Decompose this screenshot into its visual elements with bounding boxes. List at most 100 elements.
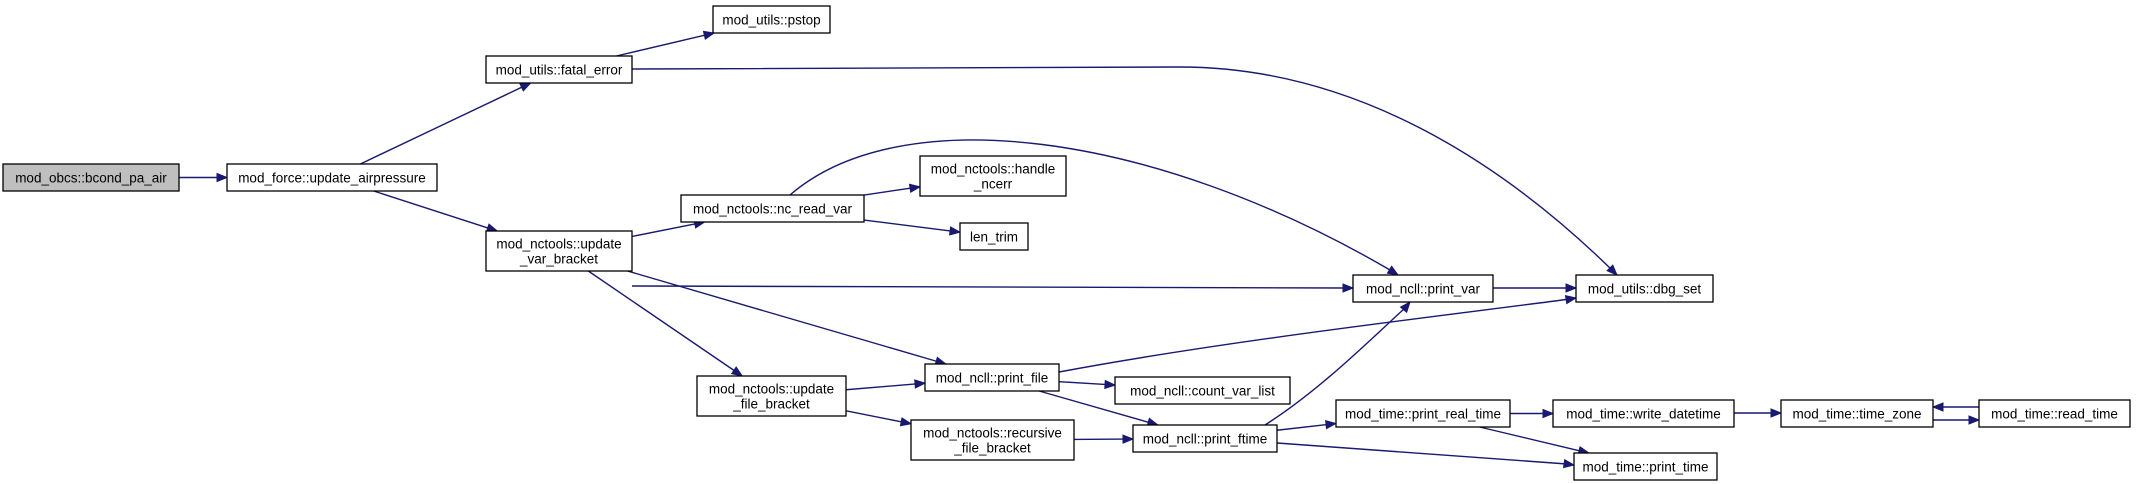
- node-label: mod_ncll::print_var: [1366, 282, 1481, 297]
- call-edges: [179, 30, 1981, 469]
- edge-update-file-bracket-to-print-file: [845, 379, 927, 391]
- node-label: mod_ncll::print_ftime: [1143, 432, 1268, 447]
- node-fatal-error[interactable]: mod_utils::fatal_error: [485, 55, 633, 84]
- arrow-head: [216, 172, 229, 183]
- edge-line: [616, 34, 707, 57]
- arrow-head: [908, 183, 922, 193]
- node-box: [485, 230, 633, 272]
- edge-line: [789, 139, 1391, 271]
- edge-update-file-bracket-to-recursive-file-bracket: [845, 410, 913, 427]
- arrow-head: [1770, 408, 1783, 418]
- node-label: mod_time::print_real_time: [1345, 407, 1501, 422]
- node-print-var[interactable]: mod_ncll::print_var: [1352, 274, 1494, 303]
- node-label: mod_ncll::print_file: [936, 371, 1049, 386]
- node-label: mod_time::read_time: [1991, 407, 2118, 422]
- node-box: [1780, 399, 1934, 428]
- arrow-head: [702, 30, 716, 41]
- node-label: mod_time::write_datetime: [1566, 407, 1721, 422]
- node-label: _file_bracket: [732, 397, 810, 412]
- edge-line: [1058, 380, 1108, 386]
- arrow-head: [899, 417, 913, 427]
- arrow-head: [1968, 415, 1981, 425]
- edge-line: [1038, 390, 1151, 424]
- node-label: _file_bracket: [953, 441, 1031, 456]
- node-box: [1132, 424, 1278, 453]
- edge-update-var-bracket-to-print-var: [631, 283, 1355, 293]
- arrow-head: [1399, 300, 1411, 314]
- edge-nc-read-var-to-print-var: [789, 139, 1400, 276]
- node-dbg-set[interactable]: mod_utils::dbg_set: [1575, 274, 1714, 303]
- edge-line: [1276, 442, 1568, 465]
- edge-line: [1479, 426, 1582, 452]
- node-label: _var_bracket: [519, 252, 598, 267]
- edge-line: [1276, 423, 1329, 431]
- call-nodes: mod_obcs::bcond_pa_air mod_force::update_…: [2, 5, 2131, 481]
- node-write-datetime[interactable]: mod_time::write_datetime: [1552, 399, 1735, 428]
- edge-line: [587, 270, 736, 373]
- node-pstop[interactable]: mod_utils::pstop: [712, 5, 831, 34]
- arrow-head: [1104, 379, 1117, 390]
- node-update-var-bracket[interactable]: mod_nctools::update_var_bracket: [485, 230, 633, 272]
- edge-print-var-to-dbg-set: [1493, 283, 1578, 293]
- edge-nc-read-var-to-len-trim: [863, 219, 962, 236]
- node-box: [924, 363, 1060, 392]
- node-update-file-bracket[interactable]: mod_nctools::update_file_bracket: [696, 375, 847, 417]
- node-print-ftime[interactable]: mod_ncll::print_ftime: [1132, 424, 1278, 453]
- node-box: [1575, 274, 1714, 303]
- node-recursive-file-bracket[interactable]: mod_nctools::recursive_file_bracket: [910, 419, 1075, 461]
- edge-time-zone-to-read-time: [1933, 415, 1981, 425]
- node-print-file[interactable]: mod_ncll::print_file: [924, 363, 1060, 392]
- arrow-head: [1931, 402, 1944, 412]
- arrow-head: [1606, 264, 1618, 276]
- node-len-trim[interactable]: len_trim: [959, 222, 1029, 251]
- edge-line: [845, 410, 904, 423]
- edge-print-real-time-to-write-datetime: [1510, 408, 1555, 419]
- node-label: mod_time::time_zone: [1792, 407, 1921, 422]
- node-time-zone[interactable]: mod_time::time_zone: [1780, 399, 1934, 428]
- edge-line: [845, 383, 918, 391]
- edge-update-var-bracket-to-update-file-bracket: [587, 270, 744, 377]
- edge-print-real-time-to-print-time: [1479, 426, 1591, 456]
- arrow-head: [914, 379, 927, 389]
- arrow-head: [1386, 265, 1400, 276]
- node-update-airpressure[interactable]: mod_force::update_airpressure: [226, 163, 438, 192]
- edge-line: [360, 85, 524, 165]
- node-box: [1352, 274, 1494, 303]
- node-label: mod_nctools::update: [496, 237, 621, 252]
- edge-line: [631, 285, 1347, 289]
- arrow-head: [948, 226, 962, 236]
- edge-line: [863, 187, 913, 196]
- node-print-time[interactable]: mod_time::print_time: [1573, 452, 1718, 481]
- arrow-head: [1562, 458, 1576, 469]
- edge-print-ftime-to-print-real-time: [1276, 419, 1338, 431]
- node-box: [910, 419, 1075, 461]
- node-label: mod_nctools::recursive: [923, 426, 1062, 441]
- edge-line: [863, 219, 953, 232]
- node-nc-read-var[interactable]: mod_nctools::nc_read_var: [680, 194, 865, 223]
- arrow-head: [1325, 419, 1338, 430]
- node-label: mod_nctools::nc_read_var: [693, 202, 853, 217]
- node-read-time[interactable]: mod_time::read_time: [1978, 399, 2131, 428]
- node-label: mod_nctools::update: [709, 382, 834, 397]
- node-print-real-time[interactable]: mod_time::print_real_time: [1335, 399, 1511, 428]
- node-box: [1978, 399, 2131, 428]
- node-label: mod_obcs::bcond_pa_air: [15, 171, 167, 186]
- node-label: mod_time::print_time: [1582, 460, 1708, 475]
- arrow-head: [1564, 295, 1578, 305]
- edge-write-datetime-to-time-zone: [1734, 408, 1783, 418]
- node-box: [485, 55, 633, 84]
- edge-line: [1264, 307, 1406, 426]
- node-box: [712, 5, 831, 34]
- edge-print-file-to-dbg-set: [1058, 295, 1578, 373]
- arrow-head: [1565, 283, 1578, 293]
- edge-print-ftime-to-print-var: [1264, 300, 1411, 426]
- edge-update-var-bracket-to-print-file: [627, 270, 948, 366]
- node-box: [226, 163, 438, 192]
- node-label: mod_force::update_airpressure: [238, 171, 426, 186]
- edge-update-airpressure-to-fatal-error: [360, 82, 532, 165]
- node-bcond[interactable]: mod_obcs::bcond_pa_air: [2, 163, 180, 192]
- node-handle-ncerr[interactable]: mod_nctools::handle_ncerr: [919, 155, 1067, 197]
- node-label: mod_utils::pstop: [722, 13, 820, 28]
- node-box: [2, 163, 180, 192]
- node-count-var-list[interactable]: mod_ncll::count_var_list: [1114, 376, 1291, 405]
